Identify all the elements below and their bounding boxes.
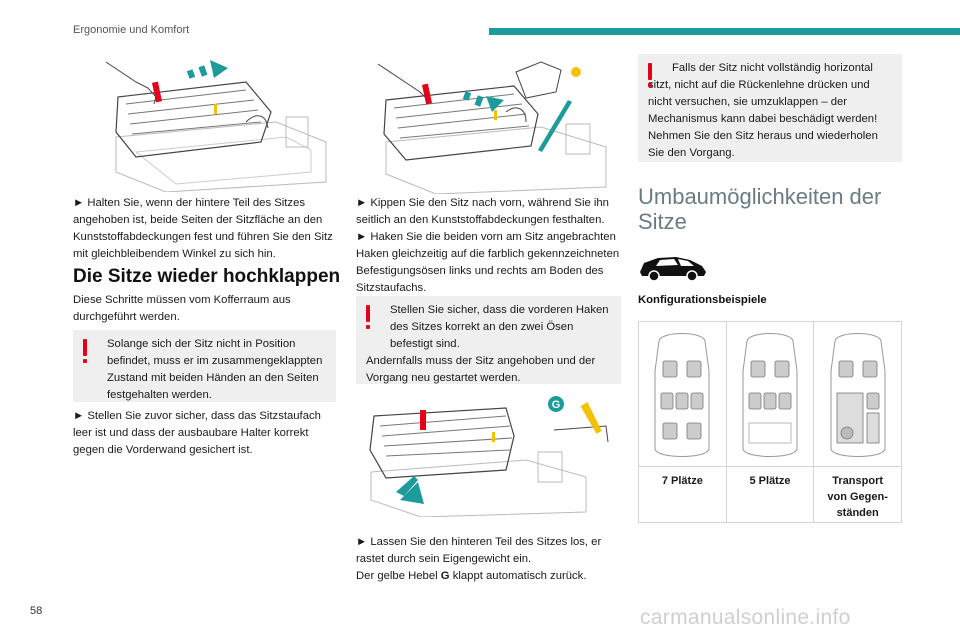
section-heading: Die Sitze wieder hochklappen <box>73 266 341 287</box>
section-title: Ergonomie und Komfort <box>73 24 190 36</box>
step-text: ► Stellen Sie zuvor sicher, dass das Sit… <box>73 410 321 456</box>
lever-text-bold: G <box>440 570 450 582</box>
step-text: ► Lassen Sie den hinteren Teil des Sitze… <box>356 536 602 565</box>
header-accent-bar <box>489 28 960 35</box>
seat-hook-illustration <box>366 42 614 194</box>
lever-label: G <box>552 399 561 411</box>
chapter-heading: Umbaumöglichkeiten der Sitze <box>638 184 882 234</box>
warning-icon <box>83 339 88 365</box>
seat-release-illustration: G <box>356 392 621 517</box>
warning-text: Andernfalls muss der Sitz angehoben und … <box>366 355 596 384</box>
warning-box: Solange sich der Sitz nicht in Position … <box>73 330 336 402</box>
warning-text: Stellen Sie sicher, dass die vorderen Ha… <box>390 304 609 350</box>
config-table: 7 Plätze 5 Plätze Transport von Gegen-st… <box>638 321 902 523</box>
config-label: 7 Plätze <box>638 466 727 523</box>
config-label-text: Transport von Gegen-ständen <box>827 475 888 519</box>
intro-text: Diese Schritte müssen vom Kofferraum aus… <box>73 294 291 323</box>
car-icon <box>638 250 708 282</box>
config-transport-illustration <box>813 321 902 467</box>
page-number: 58 <box>30 605 43 617</box>
warning-text: Falls der Sitz nicht vollständig horizon… <box>648 62 878 159</box>
warning-icon <box>648 63 653 89</box>
warning-box: Stellen Sie sicher, dass die vorderen Ha… <box>356 296 621 384</box>
warning-text: Solange sich der Sitz nicht in Position … <box>107 338 323 401</box>
warning-icon <box>366 305 371 331</box>
config-subheading: Konfigurationsbeispiele <box>638 294 767 306</box>
config-7-seats-illustration <box>638 321 727 467</box>
step-text: ► Kippen Sie den Sitz nach vorn, während… <box>356 197 609 226</box>
lever-text-pre: Der gelbe Hebel <box>356 570 441 582</box>
watermark: carmanualsonline.info <box>640 606 851 629</box>
seat-slide-illustration <box>96 42 332 192</box>
step-text-lever: Der gelbe Hebel G klappt automatisch zur… <box>356 568 621 585</box>
step-text: ► Halten Sie, wenn der hintere Teil des … <box>73 197 333 260</box>
step-text: ► Haken Sie die beiden vorn am Sitz ange… <box>356 231 620 294</box>
config-label: Transport von Gegen-ständen <box>813 466 902 523</box>
config-5-seats-illustration <box>725 321 815 467</box>
warning-box: Falls der Sitz nicht vollständig horizon… <box>638 54 902 162</box>
config-label: 5 Plätze <box>725 466 815 523</box>
lever-text-post: klappt automatisch zurück. <box>449 570 587 582</box>
